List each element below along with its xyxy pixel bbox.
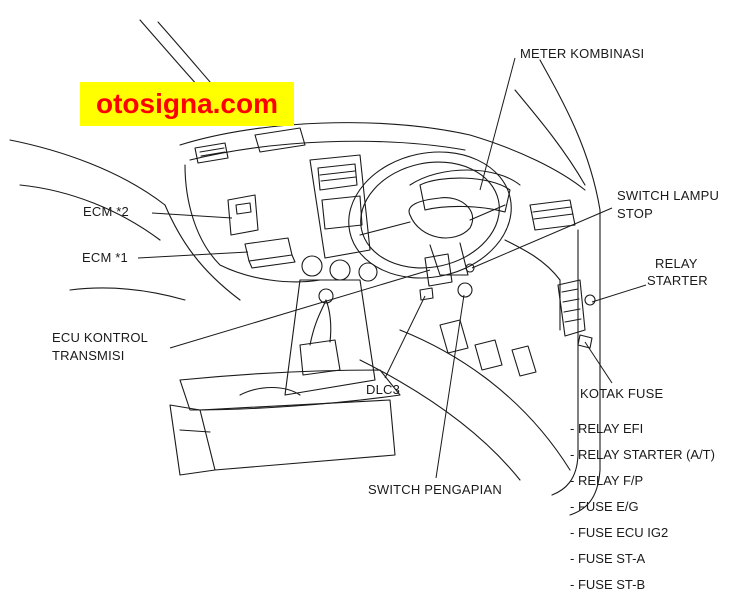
leader-lines xyxy=(137,57,647,479)
leader-dlc3 xyxy=(384,295,426,379)
fuse-item: - RELAY EFI xyxy=(570,421,644,436)
steering-wheel-outer xyxy=(348,151,512,279)
fuse-item: - RELAY STARTER (A/T) xyxy=(570,447,715,462)
dash-lower-left xyxy=(164,204,241,301)
right-vent xyxy=(529,199,576,231)
center-stack-vent-slats xyxy=(319,170,357,182)
dlc3-connector xyxy=(419,287,434,301)
dashboard-top-inner xyxy=(189,140,466,161)
pedal-accel xyxy=(511,345,537,377)
steering-hub xyxy=(408,197,474,239)
fuse-item: - FUSE E/G xyxy=(570,499,639,514)
ecm2-module-detail xyxy=(235,202,252,215)
center-vent-top xyxy=(254,127,306,153)
hvac-knob-center xyxy=(329,259,351,281)
hvac-knob-right xyxy=(358,262,378,282)
center-stack xyxy=(309,154,371,259)
right-vent-slats xyxy=(532,206,574,220)
leader-meter xyxy=(479,57,516,191)
steering-wheel-inner xyxy=(360,161,500,269)
console-lower xyxy=(179,369,401,411)
console-curve xyxy=(239,387,301,396)
steering-spoke-right xyxy=(469,204,506,221)
label-ecu-kontrol-1: ECU KONTROL xyxy=(52,330,149,345)
center-stack-vent xyxy=(317,163,358,191)
steering-column xyxy=(429,242,469,276)
door-edge-right xyxy=(569,209,601,516)
door-curve-left-2 xyxy=(19,184,161,241)
label-switch-lampu-stop-1: SWITCH LAMPU xyxy=(617,188,720,203)
fuse-box xyxy=(557,279,586,337)
ecm2-module xyxy=(227,194,259,236)
label-switch-pengapian: SWITCH PENGAPIAN xyxy=(368,482,502,497)
leader-ecm2 xyxy=(151,212,233,219)
label-dlc3: DLC3 xyxy=(366,382,401,397)
console-box-front xyxy=(179,429,211,433)
label-kotak-fuse: KOTAK FUSE xyxy=(580,386,664,401)
left-vent-slats xyxy=(199,147,226,157)
floor-line xyxy=(399,329,571,471)
fuse-list: - RELAY EFI - RELAY STARTER (A/T) - RELA… xyxy=(570,421,715,603)
pedal-brake xyxy=(474,339,503,371)
leader-switch-pengapian xyxy=(435,294,465,479)
fuse-box-detail xyxy=(561,288,582,323)
leader-ecu xyxy=(169,269,431,349)
glovebox-area xyxy=(184,164,321,283)
steering-spoke-left xyxy=(359,221,411,236)
center-stack-radio xyxy=(321,195,363,230)
ignition-switch xyxy=(457,282,473,298)
meter-cluster xyxy=(419,177,511,213)
label-ecu-kontrol-2: TRANSMISI xyxy=(52,348,125,363)
dash-right-lower xyxy=(504,239,561,331)
console-upper xyxy=(284,279,376,396)
label-meter-kombinasi: METER KOMBINASI xyxy=(520,46,645,61)
meter-hood xyxy=(409,169,521,186)
leader-kotak-fuse xyxy=(584,341,613,384)
ecm1-module-side xyxy=(248,254,296,269)
windshield-frame-right xyxy=(514,89,586,186)
kotak-fuse-part xyxy=(577,334,593,349)
ecm1-module xyxy=(244,237,293,262)
label-relay-starter-1: RELAY xyxy=(655,256,698,271)
left-vent xyxy=(194,142,229,164)
shifter-base xyxy=(299,339,341,376)
floor-line-2 xyxy=(359,359,521,481)
leader-switch-lampu xyxy=(471,207,613,269)
door-curve-left-3 xyxy=(69,287,186,301)
leader-relay-starter xyxy=(591,284,647,303)
label-ecm2: ECM *2 xyxy=(83,204,129,219)
console-side xyxy=(199,399,396,471)
fuse-item: - FUSE ECU IG2 xyxy=(570,525,669,540)
shift-knob xyxy=(318,288,334,304)
door-curve-left xyxy=(9,139,166,206)
label-relay-starter-2: STARTER xyxy=(647,273,708,288)
door-edge-right-inner xyxy=(551,229,579,496)
watermark-logo: otosigna.com xyxy=(80,82,294,126)
console-box xyxy=(169,404,216,476)
fuse-item: - FUSE ST-B xyxy=(570,577,646,592)
fuse-item: - FUSE ST-A xyxy=(570,551,646,566)
label-switch-lampu-stop-2: STOP xyxy=(617,206,653,221)
relay-starter-part xyxy=(584,294,596,306)
pedal-clutch xyxy=(439,319,469,354)
hvac-knob-left xyxy=(301,255,323,277)
dashboard-top xyxy=(179,122,586,191)
a-pillar-right xyxy=(539,59,601,211)
label-ecm1: ECM *1 xyxy=(82,250,128,265)
brake-switch xyxy=(465,263,475,273)
ecu-transmisi-module xyxy=(424,253,453,287)
leader-ecm1 xyxy=(137,251,249,259)
shifter-boot xyxy=(309,299,332,346)
fuse-item: - RELAY F/P xyxy=(570,473,644,488)
